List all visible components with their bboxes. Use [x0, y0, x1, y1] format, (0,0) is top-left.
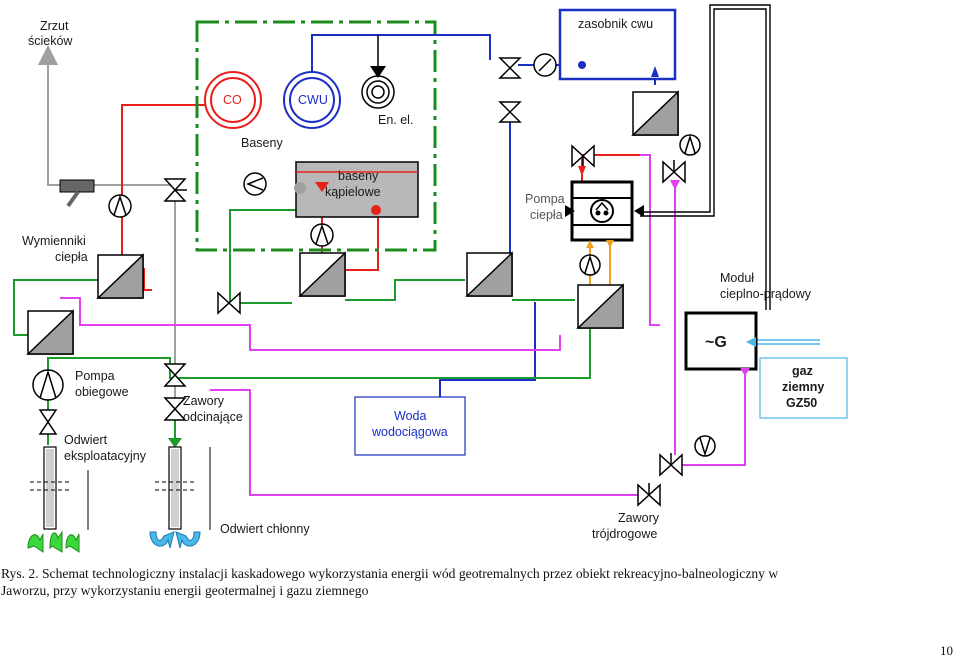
label-baseny-kap-1: baseny: [338, 169, 379, 183]
wells: [27, 446, 211, 553]
label-gaz-2: ziemny: [782, 380, 824, 394]
valves: [38, 57, 686, 507]
label-pompa-ciepla-2: ciepła: [530, 208, 563, 222]
valve-left-bottom: [38, 409, 58, 435]
electric-symbol: [361, 35, 395, 109]
red-co-return: [143, 268, 152, 291]
figure-caption: Rys. 2. Schemat technologiczny instalacj…: [1, 565, 951, 599]
pool-box: [295, 161, 419, 218]
gaz-box: [759, 357, 848, 419]
heat-pump: [565, 180, 644, 248]
heat-exchanger-1: [96, 253, 144, 299]
label-pompa-ciepla-1: Pompa: [525, 192, 565, 206]
pump-pool-return: [243, 172, 267, 196]
label-gaz-3: GZ50: [786, 396, 817, 410]
blue-cwu-top: [311, 34, 491, 90]
valve-3way-1: [659, 453, 683, 477]
label-zrzut-1: Zrzut: [40, 19, 69, 33]
valve-zawory-1: [163, 363, 187, 387]
woda-box: [354, 396, 466, 456]
heat-exchanger-4: [465, 251, 513, 297]
pump-obiegowa: [32, 369, 64, 401]
labels: Zrzut ścieków zasobnik cwu CO CWU En. el…: [22, 17, 824, 541]
sewage-inlet: [38, 45, 95, 208]
label-modul-2: cieplno-prądowy: [720, 287, 812, 301]
label-cwu: CWU: [298, 93, 328, 107]
green-left-loop: [13, 279, 98, 336]
label-zawory-odc-1: Zawory: [183, 394, 225, 408]
well-injection: [149, 446, 211, 549]
sewage-pipe: [47, 70, 176, 190]
well-production: [27, 446, 89, 553]
red-pool-return: [345, 210, 379, 271]
valve-gray-top: [163, 178, 187, 202]
page-number: 10: [940, 643, 953, 658]
label-wymienniki-1: Wymienniki: [22, 234, 86, 248]
label-zawory-troj-1: Zawory: [618, 511, 660, 525]
label-co: CO: [223, 93, 242, 107]
valve-cwu-2: [498, 101, 522, 123]
valve-green-bottom: [217, 291, 241, 315]
heat-exchanger-2: [26, 309, 74, 355]
heat-exchanger-6: [631, 90, 679, 136]
magenta-right: [680, 375, 746, 466]
valve-magenta-hp: [662, 160, 686, 184]
storage-dot: [578, 61, 586, 69]
label-zawory-odc-2: odcinające: [183, 410, 243, 424]
heat-exchangers: [26, 90, 679, 355]
label-wymienniki-2: ciepła: [55, 250, 88, 264]
pump-pool: [310, 223, 334, 247]
magenta-top: [60, 297, 561, 351]
heat-exchanger-5: [576, 283, 624, 329]
label-odwiert-eksp-1: Odwiert: [64, 433, 108, 447]
caption-line-1: Rys. 2. Schemat technologiczny instalacj…: [1, 566, 779, 581]
label-pompa-obiegowe-1: Pompa: [75, 369, 115, 383]
valve-3way-2: [637, 483, 661, 507]
blue-hp-down: [490, 110, 511, 261]
valve-zawory-2: [163, 397, 187, 421]
label-baseny-kap-2: kąpielowe: [325, 185, 381, 199]
label-odwiert-eksp-2: eksploatacyjny: [64, 449, 147, 463]
black-chp-outer: [640, 4, 771, 310]
pumps: [32, 53, 716, 457]
heat-exchanger-3: [298, 251, 346, 297]
pump-chp: [679, 134, 701, 156]
label-odwiert-chlonny: Odwiert chłonny: [220, 522, 310, 536]
label-en-el: En. el.: [378, 113, 413, 127]
pump-cwu: [533, 53, 557, 77]
co-symbol: [204, 71, 262, 129]
label-woda-2: wodociągowa: [371, 425, 448, 439]
label-baseny: Baseny: [241, 136, 283, 150]
flow-arrows: [168, 66, 756, 448]
label-woda-1: Woda: [394, 409, 426, 423]
magenta-bottom: [210, 389, 650, 496]
pool-dot: [371, 205, 381, 215]
valve-red-hp: [571, 144, 595, 168]
process-diagram: Zrzut ścieków zasobnik cwu CO CWU En. el…: [13, 4, 848, 553]
blue-water-line: [439, 302, 536, 411]
caption-line-2: Jaworzu, przy wykorzystaniu energii geot…: [1, 583, 369, 598]
baseny-dashed-box: [195, 20, 437, 252]
valve-cwu-1: [498, 57, 522, 79]
chp-generator: [684, 311, 758, 371]
green-exch2: [229, 209, 296, 290]
label-pompa-obiegowe-2: obiegowe: [75, 385, 129, 399]
pump-co: [108, 194, 132, 218]
pump-magenta: [694, 435, 716, 457]
green-main-horizontal: [47, 325, 591, 379]
label-zasobnik: zasobnik cwu: [578, 17, 653, 31]
magenta-hp: [640, 154, 660, 326]
black-chp-inner: [640, 8, 767, 310]
pump-hp-orange: [579, 254, 601, 276]
label-modul-1: Moduł: [720, 271, 754, 285]
green-mid: [345, 279, 465, 301]
label-zrzut-2: ścieków: [28, 34, 73, 48]
label-gaz-1: gaz: [792, 364, 813, 378]
cwu-symbol: [283, 71, 341, 129]
pool-gray-dot: [294, 182, 306, 194]
label-zawory-troj-2: trójdrogowe: [592, 527, 657, 541]
label-generator: ~G: [705, 334, 727, 351]
